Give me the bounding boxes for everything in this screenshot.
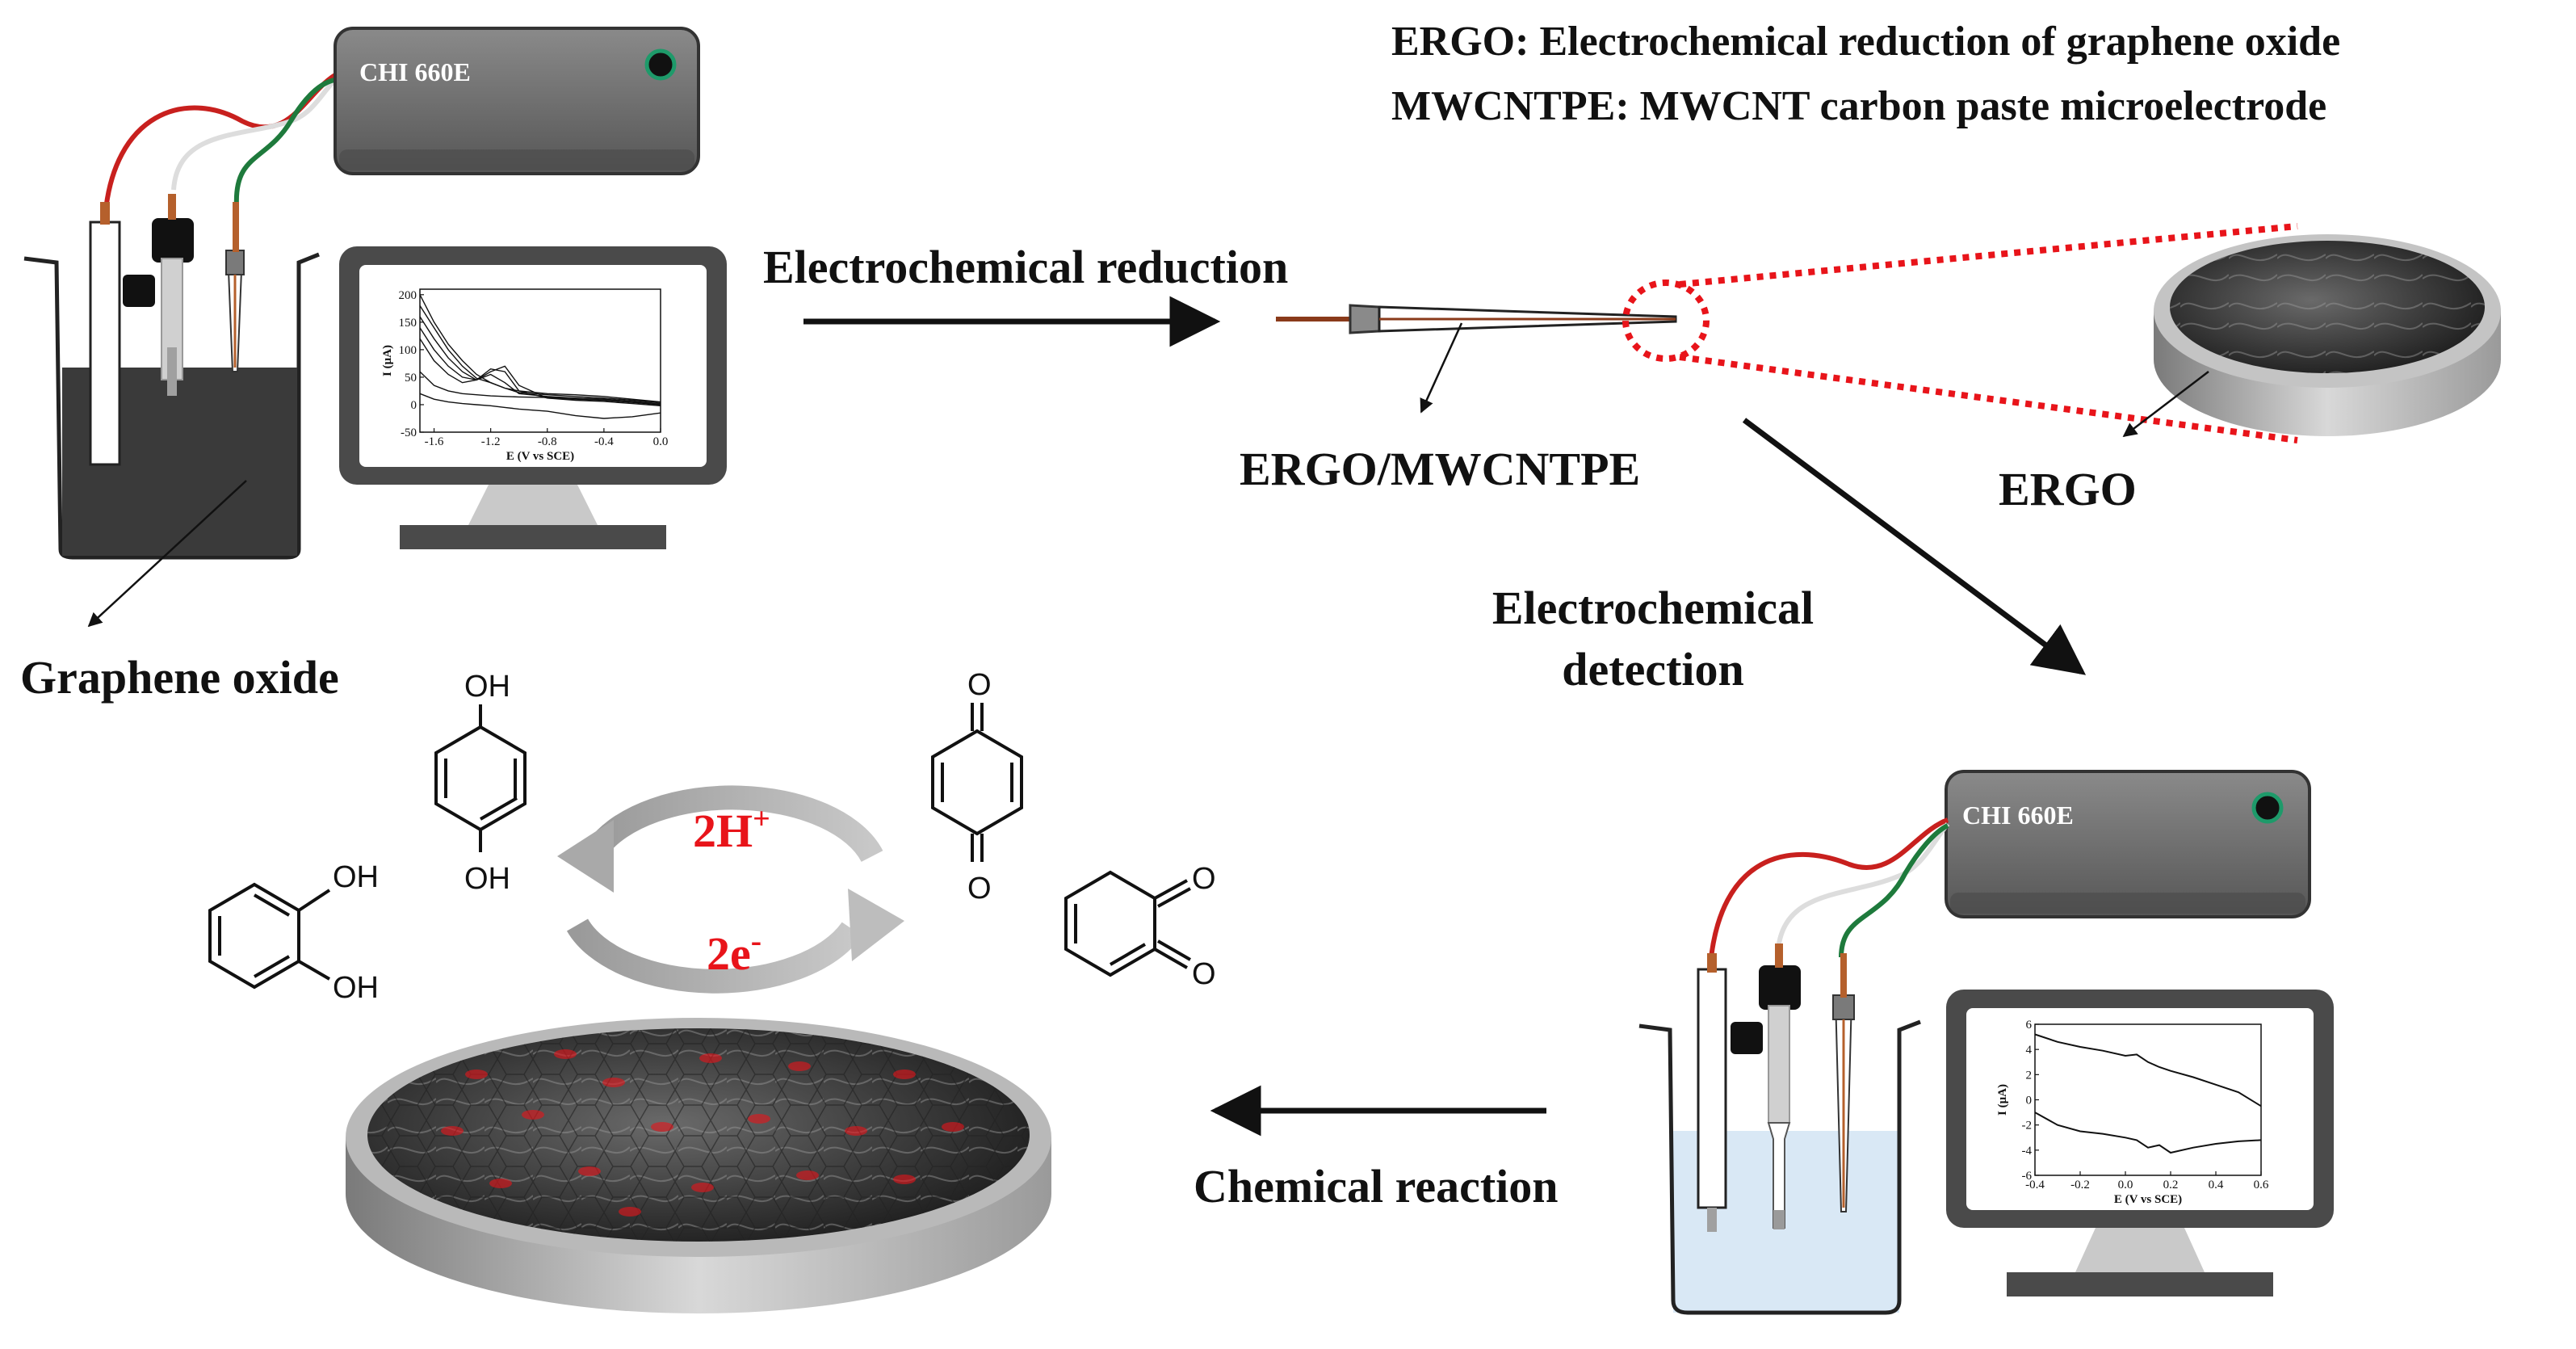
y-tick-label: 2 xyxy=(2026,1069,2033,1082)
x-tick-label: -0.4 xyxy=(2025,1179,2045,1191)
power-led-icon xyxy=(644,48,677,81)
benzoquinone-o-bottom: O xyxy=(967,872,992,906)
y-tick-label: 150 xyxy=(399,317,417,330)
ergo-disk-zoomed xyxy=(2122,234,2501,438)
y-tick-label: 50 xyxy=(405,372,417,385)
reference-electrode xyxy=(152,218,194,263)
y-tick-label: 100 xyxy=(399,344,417,357)
hydroquinone-oh-bottom: OH xyxy=(464,862,510,896)
x-axis-label: E (V vs SCE) xyxy=(2114,1193,2182,1206)
legend-ergo: ERGO: Electrochemical reduction of graph… xyxy=(1391,19,2340,65)
red-lead-bottom xyxy=(1708,817,1949,966)
green-lead-bottom xyxy=(1839,823,1949,958)
pointer-ergo xyxy=(2122,371,2209,438)
x-tick-label: 0.4 xyxy=(2209,1179,2224,1191)
orthoquinone-o-2: O xyxy=(1192,957,1216,991)
cv-curve-1 xyxy=(2034,1033,2262,1107)
potentiostat-bottom: CHI 660E xyxy=(1945,770,2311,918)
y-tick-label: 0 xyxy=(2026,1095,2033,1107)
detection-cv-plot: -0.4 -0.2 0.0 0.2 0.4 0.6 6 4 2 0 -2 -4 -6 E (V vs SC… xyxy=(1996,1019,2269,1206)
y-tick-label: 6 xyxy=(2026,1019,2033,1032)
benzoquinone-o-top: O xyxy=(967,668,992,702)
orthoquinone-o-1: O xyxy=(1192,862,1216,896)
hydroquinone-structure xyxy=(434,704,527,852)
red-lead xyxy=(103,70,341,219)
green-lead xyxy=(233,77,340,207)
catechol-oh-2: OH xyxy=(333,971,379,1005)
plot-frame xyxy=(419,288,661,433)
cv-curve-5 xyxy=(419,338,661,406)
x-tick-label: 0.0 xyxy=(653,435,669,448)
x-tick-label: -1.6 xyxy=(425,435,444,448)
x-tick-label: 0.0 xyxy=(2118,1179,2133,1191)
ergo-mwcntpe-electrode xyxy=(1276,304,1677,414)
monitor-top xyxy=(339,246,727,549)
y-tick-label: -50 xyxy=(401,427,417,439)
x-axis-label: E (V vs SCE) xyxy=(506,450,574,463)
label-electrochemical-reduction: Electrochemical reduction xyxy=(763,241,1288,293)
label-electrochemical-detection-line2: detection xyxy=(1562,643,1744,696)
zoom-indicator xyxy=(1622,223,2298,443)
x-tick-label: 0.6 xyxy=(2254,1179,2269,1191)
hydroquinone-oh-top: OH xyxy=(464,670,510,704)
label-ergo: ERGO xyxy=(1999,463,2137,515)
white-lead-bottom xyxy=(1776,822,1950,950)
active-sites xyxy=(441,1049,964,1217)
redox-cycle-arrows xyxy=(557,785,904,994)
cv-curve-2 xyxy=(2034,1112,2262,1154)
x-tick-label: -1.2 xyxy=(481,435,501,448)
y-tick-label: 0 xyxy=(411,399,417,412)
orthoquinone-structure xyxy=(1064,870,1191,977)
power-led-icon-bottom xyxy=(2251,792,2284,824)
pointer-graphene-oxide xyxy=(87,480,247,628)
label-electrons: 2e- xyxy=(707,922,761,980)
bottom-electrochemical-cell xyxy=(1638,817,1950,1315)
y-tick-label: 4 xyxy=(2026,1044,2033,1057)
catechol-structure xyxy=(208,882,331,990)
cv-curve-2 xyxy=(419,305,661,403)
label-ergo-mwcntpe: ERGO/MWCNTPE xyxy=(1240,443,1640,495)
y-tick-label: -6 xyxy=(2022,1170,2033,1183)
y-axis-label: I (μA) xyxy=(381,345,394,376)
label-protons: 2H+ xyxy=(693,802,770,857)
top-electrochemical-cell xyxy=(23,70,341,628)
x-tick-label: -0.8 xyxy=(538,435,557,448)
label-electrochemical-detection-line1: Electrochemical xyxy=(1492,582,1814,634)
instrument-label-bottom: CHI 660E xyxy=(1962,801,2074,830)
y-tick-label: -2 xyxy=(2022,1120,2033,1133)
monitor-bottom xyxy=(1946,990,2334,1296)
cv-curve-6 xyxy=(419,371,661,406)
ergo-disk-large xyxy=(346,1018,1051,1313)
potentiostat-top: CHI 660E xyxy=(334,27,700,175)
beaker xyxy=(23,252,320,560)
arrow-detection xyxy=(1742,418,2087,675)
catechol-oh-1: OH xyxy=(333,860,379,894)
reduction-cv-plot: -1.6 -1.2 -0.8 -0.4 0.0 200 150 100 50 0 -50 E (V v… xyxy=(381,288,669,463)
counter-electrode xyxy=(89,221,121,466)
label-graphene-oxide: Graphene oxide xyxy=(20,651,339,704)
x-tick-label: -0.2 xyxy=(2070,1179,2090,1191)
x-tick-label: 0.2 xyxy=(2163,1179,2179,1191)
cv-curve-7 xyxy=(419,393,661,419)
cv-curve-4 xyxy=(419,327,661,406)
pointer-ergo-mwcntpe xyxy=(1420,322,1463,414)
white-lead xyxy=(171,74,341,191)
x-tick-label: -0.4 xyxy=(594,435,614,448)
benzoquinone-structure xyxy=(931,703,1023,862)
instrument-label-top: CHI 660E xyxy=(359,57,471,86)
y-axis-label: I (μA) xyxy=(1996,1084,2009,1116)
y-tick-label: -4 xyxy=(2022,1145,2033,1158)
y-tick-label: 200 xyxy=(399,289,417,302)
label-chemical-reaction: Chemical reaction xyxy=(1194,1160,1559,1212)
legend-mwcntpe: MWCNTPE: MWCNT carbon paste microelectro… xyxy=(1391,83,2326,129)
